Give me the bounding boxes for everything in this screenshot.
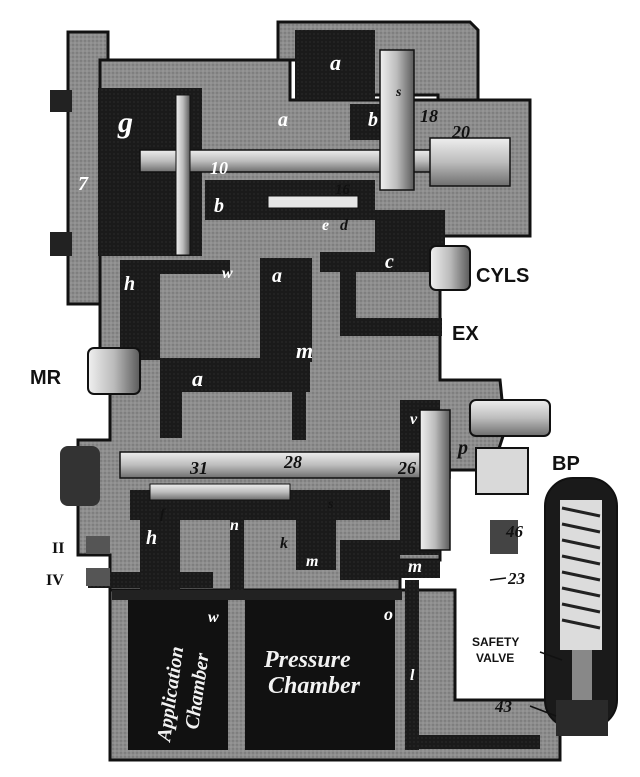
label-16: 16 [335, 182, 351, 198]
label-m-low1: m [306, 553, 318, 570]
passage-labels: a a a a b b c d e f g h h k l m m m n o … [78, 50, 470, 684]
label-h-lower: h [146, 527, 157, 549]
label-m-low2: m [408, 556, 422, 576]
label-31: 31 [189, 458, 208, 478]
label-o: o [384, 604, 393, 624]
label-26: 26 [397, 458, 416, 478]
label-w-lower: w [208, 609, 219, 626]
label-p: p [456, 437, 468, 459]
pressure-chamber-label-line1: Pressure [263, 647, 351, 673]
label-d: d [340, 217, 349, 234]
safety-valve [544, 477, 618, 736]
ex-label: EX [452, 323, 479, 345]
pipe-fittings [60, 245, 551, 586]
label-18: 18 [420, 106, 438, 126]
valve-stems [119, 49, 511, 551]
label-e: e [322, 217, 329, 234]
label-a-top: a [330, 50, 341, 75]
label-l: l [410, 667, 415, 684]
label-c: c [385, 251, 394, 273]
label-7: 7 [78, 173, 89, 195]
part-43-label: 43 [494, 697, 513, 716]
port-iv-label: IV [46, 572, 64, 589]
pressure-chamber-label-line2: Chamber [268, 673, 361, 699]
safety-valve-leader [539, 651, 563, 661]
label-v: v [410, 411, 418, 428]
label-b-top: b [368, 109, 378, 131]
label-f: f [160, 507, 166, 522]
cyls-label: CYLS [476, 265, 529, 287]
part-23-leader [489, 577, 507, 581]
label-w-upper: w [222, 265, 233, 282]
label-g: g [117, 106, 133, 139]
label-10: 10 [210, 158, 228, 178]
label-28: 28 [283, 452, 302, 472]
safety-valve-label-line2: VALVE [476, 651, 514, 665]
port-ii-label: II [52, 540, 64, 557]
application-chamber [128, 600, 228, 750]
label-b-left: b [214, 195, 224, 217]
pressure-chamber [245, 600, 395, 750]
label-a-right: a [272, 265, 282, 287]
label-k: k [280, 535, 288, 552]
safety-valve-label-line1: SAFETY [472, 635, 519, 649]
label-20: 20 [451, 122, 470, 142]
label-a-upper-mid: a [278, 109, 288, 131]
label-s-mid: s [327, 497, 334, 512]
bp-label: BP [552, 453, 580, 475]
label-m-center: m [296, 338, 313, 363]
part-23-label: 23 [507, 569, 526, 588]
label-s-top: s [395, 85, 402, 100]
label-h-upper: h [124, 273, 135, 295]
mr-label: MR [30, 367, 62, 389]
part-43-leader [529, 705, 557, 717]
label-a-lower: a [192, 366, 203, 391]
part-46-label: 46 [505, 522, 524, 541]
label-n: n [230, 517, 239, 534]
